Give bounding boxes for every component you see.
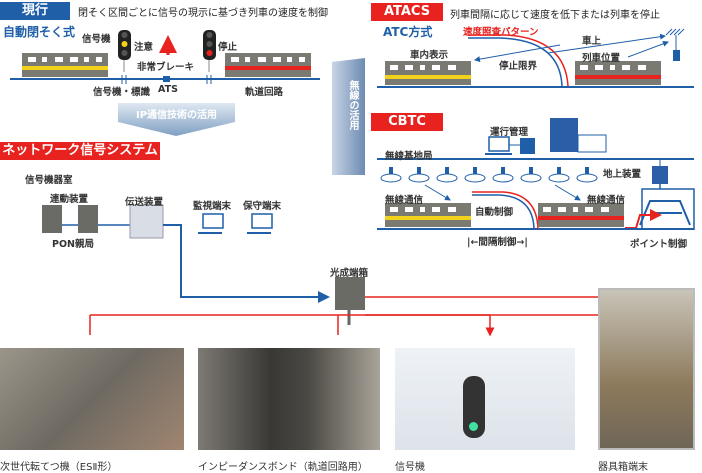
network-badge: ネットワーク信号システム — [0, 142, 160, 160]
auto-control-label: 自動制御 — [475, 207, 514, 218]
atacs-description: 列車間隔に応じて速度を低下または列車を停止 — [450, 10, 660, 21]
stop-limit-label: 停止限界 — [499, 61, 538, 72]
point-control-label: ポイント制御 — [630, 239, 688, 250]
equipment-room-label: 信号機器室 — [25, 175, 73, 186]
photo-signal — [395, 348, 575, 450]
caution-label: 注意 — [134, 42, 154, 53]
train-position-label: 列車位置 — [582, 53, 621, 64]
photo-equipment-box — [598, 288, 695, 450]
atacs-badge: ATACS — [371, 3, 443, 21]
operation-label: 運行管理 — [490, 127, 529, 138]
ats-label: ATS — [158, 84, 178, 95]
transmission-label: 伝送装置 — [125, 197, 164, 208]
photo-caption: インピーダンスボンド（軌道回路用） — [198, 462, 368, 473]
cbtc-drawing — [377, 118, 695, 230]
optical-box-label: 光成端箱 — [330, 268, 369, 279]
cbtc-badge: CBTC — [371, 113, 443, 131]
base-station-label: 無線基地局 — [385, 151, 433, 162]
atacs-method: ATC方式 — [383, 25, 433, 39]
radio-label-right: 無線通信 — [587, 195, 626, 206]
stop-label: 停止 — [218, 42, 238, 53]
interval-control-label: |←間隔制御→| — [467, 237, 528, 248]
emergency-brake-label: 非常ブレーキ — [137, 62, 195, 73]
photo-caption: 次世代転てつ機（ESⅡ形） — [0, 462, 118, 473]
photo-caption: 器具箱端末 — [598, 462, 648, 473]
signal-label: 信号機 — [82, 34, 111, 45]
speed-pattern-label: 速度照査パターン — [463, 27, 539, 38]
monitor-terminal-label: 監視端末 — [193, 201, 232, 212]
cab-display-label: 車内表示 — [410, 50, 449, 61]
radio-label-left: 無線通信 — [385, 195, 424, 206]
signal-sign-label: 信号機・標識 — [93, 87, 151, 98]
current-track — [10, 30, 320, 84]
ip-arrow-label: IP通信技術の活用 — [135, 110, 218, 121]
network-drawing — [42, 204, 600, 335]
wireless-arrow-label: 無線の活用 — [347, 80, 358, 130]
ground-device-label: 地上装置 — [603, 169, 642, 180]
current-method: 自動閉そく式 — [3, 25, 76, 39]
photo-point-machine — [0, 348, 184, 450]
photo-caption: 信号機 — [395, 462, 425, 473]
onboard-label: 車上 — [582, 36, 602, 47]
pon-label: PON親局 — [52, 239, 94, 250]
current-badge: 現行 — [0, 2, 70, 20]
interlocking-label: 連動装置 — [50, 194, 89, 205]
track-circuit-label: 軌道回路 — [245, 87, 284, 98]
photo-impedance-bond — [198, 348, 380, 450]
current-description: 閉そく区間ごとに信号の現示に基づき列車の速度を制御 — [78, 8, 328, 19]
ip-arrow-shape — [118, 103, 235, 136]
atacs-drawing — [377, 28, 694, 88]
maintenance-terminal-label: 保守端末 — [243, 201, 282, 212]
wireless-arrow-shape — [332, 58, 365, 175]
